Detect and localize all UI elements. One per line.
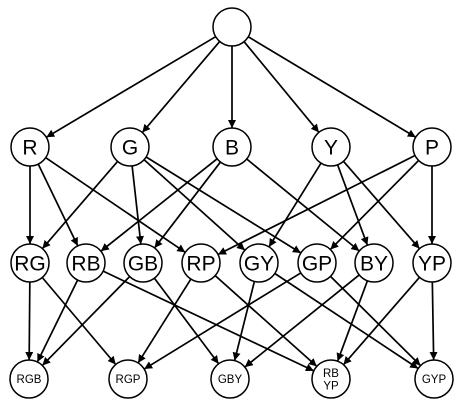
edge-yp-rbyp: [342, 276, 421, 366]
node-by: BY: [354, 243, 394, 283]
edge-g-rg: [41, 160, 119, 250]
node-circle: [110, 127, 150, 167]
node-label: RGB: [17, 374, 42, 386]
node-circle: [412, 127, 452, 167]
edge-by-rbyp: [336, 280, 369, 362]
edge-g-gy: [143, 159, 246, 251]
node-circle: [212, 7, 252, 47]
node-yp: YP: [412, 243, 452, 283]
node-circle: [66, 243, 106, 283]
edge-gb-gby: [153, 277, 220, 365]
edge-rb-rbyp: [102, 270, 315, 372]
node-b: B: [212, 127, 252, 167]
node-label: GP: [302, 253, 332, 276]
node-circle: [9, 359, 49, 399]
edge-rb-rgb: [36, 279, 79, 363]
node-circle: [297, 243, 337, 283]
edge-r-rb: [37, 163, 79, 247]
node-label: B: [225, 137, 239, 160]
node-label: R: [22, 137, 37, 160]
node-circle: [212, 127, 252, 167]
edge-g-gb: [131, 165, 144, 245]
node-label: RB: [71, 253, 100, 276]
node-rgp: RGP: [108, 359, 148, 399]
edge-yp-gyp: [429, 281, 438, 361]
node-rg: RG: [10, 243, 50, 283]
node-circle: [123, 243, 163, 283]
node-rb: RB: [66, 243, 106, 283]
node-label: GB: [128, 253, 158, 276]
node-label: YP: [418, 253, 446, 276]
edge-root-y: [243, 41, 320, 133]
node-circle: [10, 243, 50, 283]
node-circle: [108, 359, 148, 399]
edge-gp-gyp: [329, 275, 422, 367]
edge-b-gb: [153, 161, 222, 249]
node-gyp: GYP: [414, 359, 454, 399]
node-circle: [210, 359, 250, 399]
edge-rg-rgb: [25, 281, 34, 361]
edge-gp-rgp: [143, 272, 302, 370]
node-label: BY: [360, 253, 388, 276]
node-circle: [414, 359, 454, 399]
node-r: R: [10, 127, 50, 167]
edge-gy-gyp: [274, 272, 419, 370]
edge-root-r: [45, 35, 217, 139]
node-g: G: [110, 127, 150, 167]
node-circle: [10, 127, 50, 167]
node-label: GYP: [422, 374, 447, 386]
edge-gb-rgb: [41, 275, 131, 367]
node-gp: GP: [297, 243, 337, 283]
node-circle: [412, 243, 452, 283]
node-gb: GB: [123, 243, 163, 283]
node-circle: [311, 127, 351, 167]
node-circle: [239, 243, 279, 283]
node-label: G: [122, 137, 138, 160]
node-p: P: [412, 127, 452, 167]
node-label: P: [425, 137, 439, 160]
node-label: RGP: [116, 374, 141, 386]
node-gby: GBY: [210, 359, 250, 399]
edge-by-gby: [244, 274, 360, 368]
edge-gy-gby: [232, 281, 256, 361]
edge-y-yp: [342, 160, 421, 250]
edge-b-rb: [100, 158, 218, 252]
edges: [25, 35, 438, 372]
edge-rp-rgp: [137, 278, 192, 364]
node-label: RP: [186, 253, 215, 276]
node-circle: [181, 243, 221, 283]
edge-g-gp: [145, 156, 302, 254]
node-label: GBY: [218, 374, 243, 386]
node-root: [212, 7, 252, 47]
edge-y-gy: [268, 162, 322, 248]
edge-root-g: [141, 40, 221, 134]
edge-r-rp: [45, 156, 186, 254]
node-label: Y: [324, 137, 338, 160]
edge-p-gp: [329, 159, 420, 251]
node-label: RG: [14, 253, 46, 276]
edge-b-by: [246, 158, 360, 252]
edge-rp-rbyp: [214, 275, 318, 367]
node-label: GY: [244, 253, 274, 276]
edge-root-p: [247, 36, 417, 138]
edge-rg-rgp: [41, 276, 117, 366]
node-circle: [354, 243, 394, 283]
node-y: Y: [311, 127, 351, 167]
node-rgb: RGB: [9, 359, 49, 399]
edge-y-by: [336, 164, 369, 246]
node-circle: [311, 359, 351, 399]
node-rp: RP: [181, 243, 221, 283]
node-gy: GY: [239, 243, 279, 283]
edge-p-rp: [217, 154, 416, 256]
